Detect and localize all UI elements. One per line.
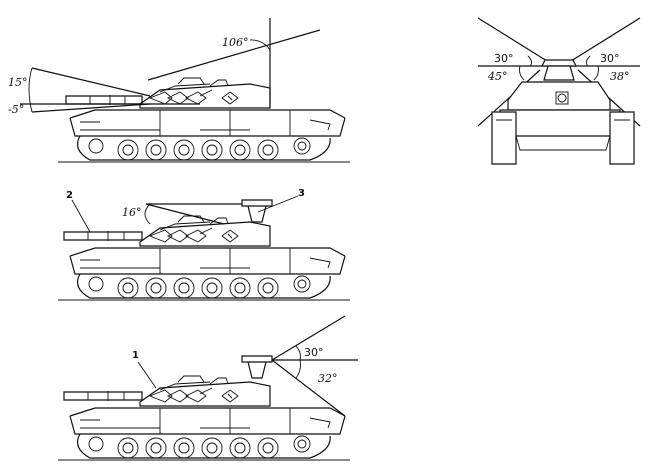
tank-view-bottom: 30° 32° 1 [57, 315, 358, 461]
front-line-ul [477, 17, 556, 67]
tank-view-middle: 16° 2 3 [57, 188, 351, 301]
right-track [609, 111, 635, 165]
left-track [491, 111, 517, 165]
callout-1: 1 [132, 350, 139, 361]
angle-label-16: 16° [122, 206, 142, 219]
sight-device-3 [241, 199, 273, 223]
tank-view-top: 106° 15° -5° [8, 18, 351, 163]
angle-label-106: 106° [222, 36, 249, 49]
callout-line-2 [71, 199, 91, 233]
front-angle-30-right: 30° [600, 52, 620, 65]
angle-label-32: 32° [318, 372, 338, 385]
front-angle-38: 38° [610, 70, 630, 83]
angle-label-30: 30° [304, 346, 324, 359]
callout-line-3 [257, 195, 299, 213]
sight-down-line [271, 359, 346, 417]
angle-label-15: 15° [8, 76, 28, 89]
gun-barrel-middle [63, 231, 143, 241]
tank-view-front: 30° 30° 45° 38° [477, 17, 641, 165]
front-angle-30-left: 30° [494, 52, 514, 65]
angle-label-minus5: -5° [8, 103, 24, 116]
gun-down-line [31, 103, 151, 113]
gun-up-line [31, 67, 151, 97]
max-elevation-line [147, 29, 321, 81]
callout-line-1 [137, 361, 157, 389]
callout-2: 2 [66, 190, 73, 201]
front-angle-45: 45° [487, 70, 508, 83]
gun-barrel-bottom [63, 391, 143, 401]
callout-3: 3 [298, 188, 305, 199]
sight-device-1 [241, 355, 273, 379]
elevation-line-middle [145, 203, 225, 225]
front-line-ur [562, 17, 641, 67]
sight-up-line [271, 315, 346, 361]
